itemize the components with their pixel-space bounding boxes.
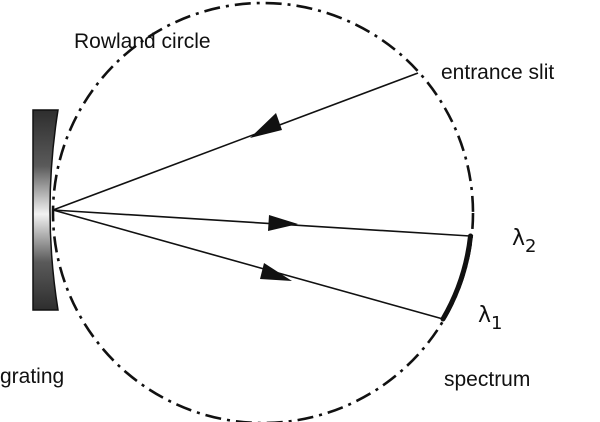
lambda2-label: λ2	[512, 226, 536, 257]
diffracted-ray-lambda2	[52, 209, 471, 237]
spectrum-arc	[440, 233, 473, 322]
grating-label: grating	[0, 365, 64, 388]
lambda2-subscript: 2	[525, 236, 536, 257]
lambda1-subscript: 1	[491, 313, 502, 334]
lambda1-label: λ1	[478, 303, 502, 334]
lambda1-symbol: λ	[478, 303, 491, 328]
arrow-lambda1-icon	[260, 263, 292, 281]
lambda2-symbol: λ	[512, 226, 525, 251]
grating	[32, 109, 59, 311]
incident-ray	[52, 72, 419, 211]
arrow-lambda2-icon	[268, 215, 298, 231]
entrance-slit-label: entrance slit	[441, 61, 554, 84]
rowland-circle	[51, 1, 475, 422]
arrow-incident-icon	[250, 113, 282, 138]
spectrum-label: spectrum	[444, 368, 530, 391]
rowland-circle-label: Rowland circle	[74, 30, 211, 53]
diffracted-ray-lambda1	[52, 209, 444, 320]
